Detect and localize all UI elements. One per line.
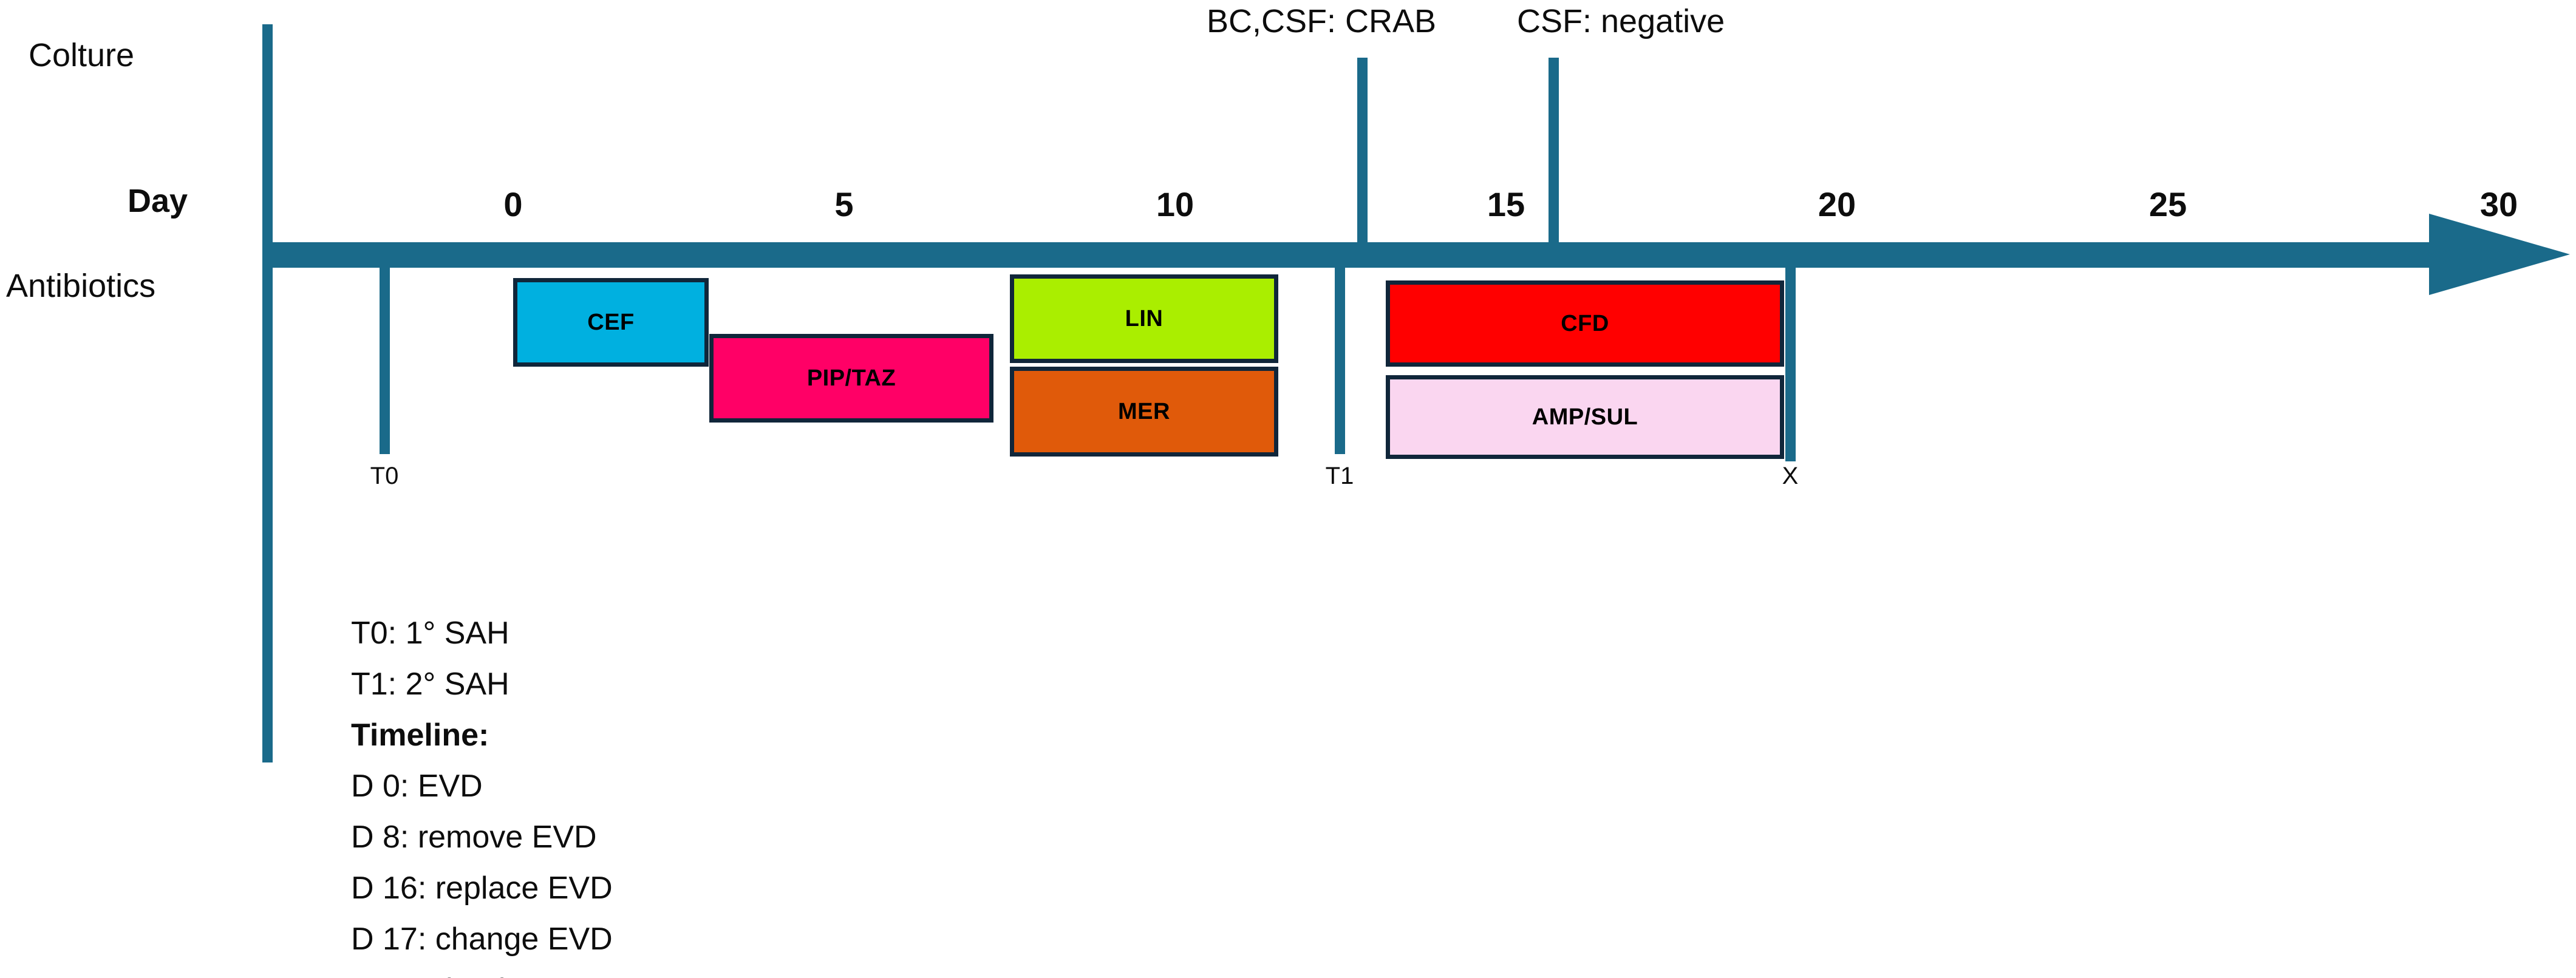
event-marker-line [1335, 255, 1345, 454]
event-marker-line [380, 258, 390, 454]
event-marker-label: X [1782, 463, 1799, 489]
row-label-antibiotics: Antibiotics [6, 268, 156, 304]
day-tick-label: 5 [834, 185, 854, 223]
antibiotic-bar[interactable]: CEF [513, 278, 709, 367]
culture-event-label: BC,CSF: CRAB [1207, 3, 1437, 39]
legend-line: T0: 1° SAH [351, 616, 509, 651]
antibiotic-bar[interactable]: MER [1010, 367, 1278, 457]
antibiotic-bar[interactable]: AMP/SUL [1386, 375, 1784, 459]
event-marker-label: T1 [1325, 463, 1354, 489]
antibiotic-bar-label: PIP/TAZ [806, 365, 896, 391]
row-label-day: Day [128, 183, 188, 219]
legend-line: T1: 2° SAH [351, 667, 509, 702]
event-marker-line [1785, 255, 1796, 461]
antibiotic-bar-label: LIN [1125, 305, 1164, 331]
antibiotic-bar-label: CEF [587, 309, 635, 335]
horizontal-axis-shaft [262, 242, 2436, 268]
vertical-axis [262, 24, 273, 762]
legend-line: Timeline: [351, 718, 489, 753]
legend-line: D 17: change EVD [351, 922, 613, 957]
day-tick-label: 20 [1818, 185, 1856, 223]
legend-line: D 16: replace EVD [351, 871, 613, 906]
day-tick-label: 30 [2479, 185, 2518, 223]
legend-line: D 0: EVD [351, 769, 483, 804]
antibiotic-bar[interactable]: LIN [1010, 274, 1278, 363]
antibiotic-bar-label: MER [1118, 398, 1170, 424]
legend-line: D 29: dead [351, 965, 1080, 978]
axis-arrow-icon [2429, 214, 2570, 295]
antibiotic-bar-label: CFD [1561, 310, 1609, 336]
day-tick-label: 15 [1487, 185, 1525, 223]
legend-block: T0: 1° SAH T1: 2° SAH Timeline: D 0: EVD D 8… [351, 608, 1080, 978]
antibiotic-bar[interactable]: CFD [1386, 280, 1784, 367]
antibiotic-bar-label: AMP/SUL [1532, 404, 1638, 430]
day-tick-label: 0 [503, 185, 523, 223]
event-marker-label: T0 [370, 463, 399, 489]
antibiotic-bar[interactable]: PIP/TAZ [709, 334, 993, 423]
culture-event-label: CSF: negative [1517, 3, 1725, 39]
day-tick-label: 10 [1156, 185, 1194, 223]
culture-event-marker [1357, 58, 1368, 268]
day-tick-label: 25 [2148, 185, 2187, 223]
culture-event-marker [1549, 58, 1559, 268]
legend-line: D 8: remove EVD [351, 820, 597, 855]
row-label-culture: Colture [29, 37, 135, 73]
